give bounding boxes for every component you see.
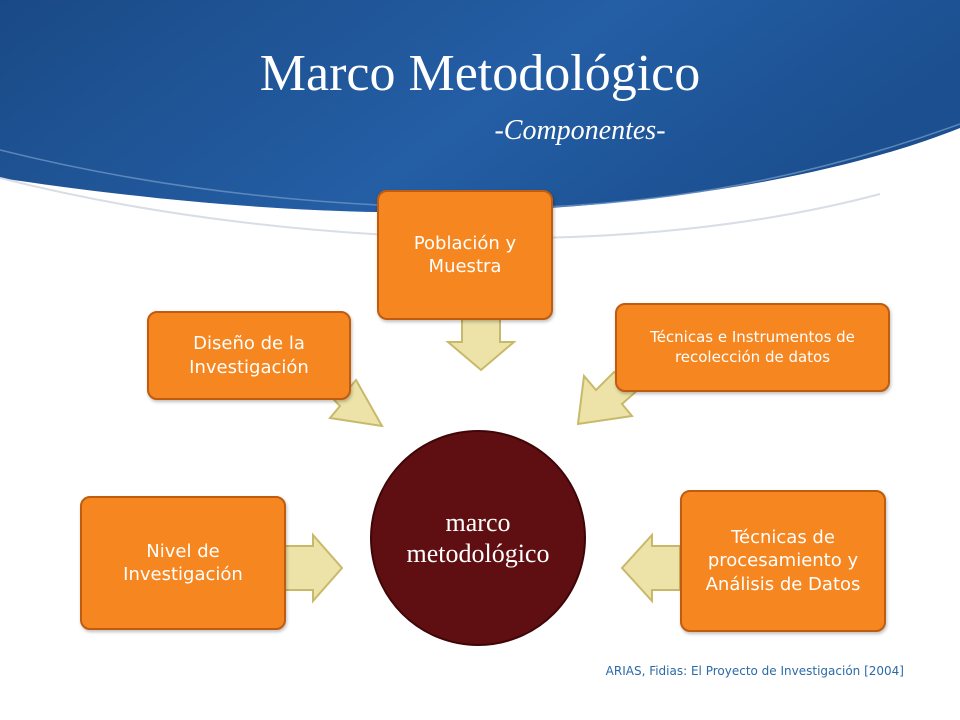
arrow-top [445,317,517,372]
node-tecnicas-recoleccion-label: Técnicas e Instrumentos de recolección d… [650,328,855,366]
node-procesamiento-analisis: Técnicas de procesamiento y Análisis de … [680,490,886,632]
node-tecnicas-recoleccion: Técnicas e Instrumentos de recolección d… [615,303,890,392]
arrow-left [284,532,344,604]
arrow-right [620,532,681,604]
node-diseno-investigacion-label: Diseño de la Investigación [189,333,309,378]
node-procesamiento-analisis-label: Técnicas de procesamiento y Análisis de … [705,526,861,595]
node-poblacion-muestra-label: Población y Muestra [413,232,517,277]
node-poblacion-muestra: Población y Muestra [377,190,553,320]
slide-title: Marco Metodológico [259,45,701,102]
slide-subtitle-text: -Componentes- [494,115,666,146]
slide-subtitle: -Componentes- [0,114,960,148]
hub-marco-metodologico: marco metodológico [370,430,586,646]
header-swoosh [0,0,960,213]
node-nivel-investigacion: Nivel de Investigación [80,496,286,630]
node-nivel-investigacion-label: Nivel de Investigación [123,540,243,585]
hub-label: marco metodológico [406,507,550,568]
node-diseno-investigacion: Diseño de la Investigación [147,311,351,400]
source-citation: ARIAS, Fidias: El Proyecto de Investigac… [605,664,904,678]
